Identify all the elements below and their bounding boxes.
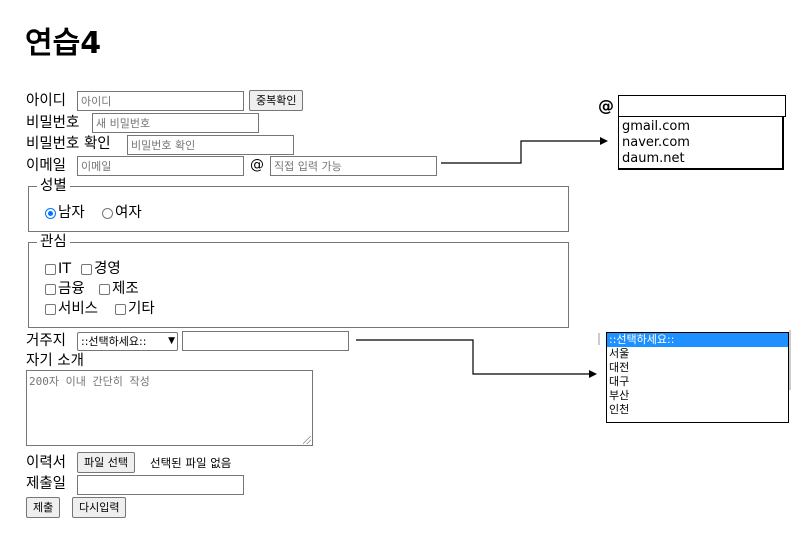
interest-option-management[interactable]: 경영 xyxy=(81,259,121,279)
residence-connector-arrow xyxy=(356,339,589,375)
checkbox-icon[interactable] xyxy=(45,303,56,315)
email-domain-input[interactable] xyxy=(270,156,437,176)
page-title: 연습4 xyxy=(25,26,102,61)
checkbox-icon[interactable] xyxy=(45,283,56,295)
residence-dropdown: ::선택하세요:: 서울 대전 대구 부산 인천 xyxy=(606,332,789,423)
interest-fieldset: 관심 IT 경영 금융 제조 서비스 기타 xyxy=(28,232,569,328)
residence-option[interactable]: 부산 xyxy=(609,389,630,402)
email-connector-arrow xyxy=(441,140,600,164)
radio-checked-icon[interactable] xyxy=(45,207,56,219)
residence-option[interactable]: 서울 xyxy=(609,347,630,360)
file-status-text: 선택된 파일 없음 xyxy=(150,456,232,470)
residence-option[interactable]: ::선택하세요:: xyxy=(607,333,788,347)
id-label: 아이디 xyxy=(26,93,67,109)
domain-option[interactable]: daum.net xyxy=(622,151,685,166)
gender-fieldset: 성별 남자 여자 xyxy=(28,176,569,232)
email-arrowhead-icon xyxy=(600,137,608,145)
password-confirm-input[interactable] xyxy=(127,135,294,155)
residence-option[interactable]: 인천 xyxy=(609,403,630,416)
interest-option-other[interactable]: 기타 xyxy=(115,299,155,319)
domain-option[interactable]: gmail.com xyxy=(622,119,691,134)
interest-option-manufacturing[interactable]: 제조 xyxy=(99,279,139,299)
gender-option-female[interactable]: 여자 xyxy=(102,203,142,223)
residence-detail-input[interactable] xyxy=(182,331,349,351)
email-domain-dropdown: gmail.com naver.com daum.net xyxy=(618,117,784,170)
chevron-down-icon: ▼ xyxy=(168,336,175,346)
domain-option[interactable]: naver.com xyxy=(622,135,690,150)
file-select-button[interactable]: 파일 선택 xyxy=(77,452,135,473)
resize-grip-icon[interactable] xyxy=(303,436,311,444)
interest-legend: 관심 xyxy=(37,232,70,252)
interest-option-it[interactable]: IT xyxy=(45,259,71,279)
residence-select[interactable]: ::선택하세요:: ▼ xyxy=(77,332,178,351)
checkbox-icon[interactable] xyxy=(45,263,56,275)
submit-date-label: 제출일 xyxy=(26,476,67,492)
submit-button[interactable]: 제출 xyxy=(26,497,61,518)
id-input[interactable] xyxy=(77,91,244,111)
interest-option-service[interactable]: 서비스 xyxy=(45,299,98,319)
submit-date-input[interactable] xyxy=(77,475,244,495)
residence-option[interactable]: 대전 xyxy=(609,361,630,374)
interest-option-finance[interactable]: 금융 xyxy=(45,279,85,299)
popup-domain-input[interactable] xyxy=(618,95,786,117)
reset-button[interactable]: 다시입력 xyxy=(72,497,127,518)
at-sign: @ xyxy=(250,157,264,173)
residence-option[interactable]: 대구 xyxy=(609,375,630,388)
residence-arrowhead-icon xyxy=(589,370,597,378)
residence-label: 거주지 xyxy=(26,333,67,349)
email-input[interactable] xyxy=(77,156,244,176)
password-confirm-label: 비밀번호 확인 xyxy=(26,136,111,152)
password-label: 비밀번호 xyxy=(26,115,80,131)
intro-label: 자기 소개 xyxy=(26,353,84,369)
popup-at-sign: @ xyxy=(598,96,614,115)
gender-option-male[interactable]: 남자 xyxy=(45,203,85,223)
checkbox-icon[interactable] xyxy=(115,303,126,315)
gender-legend: 성별 xyxy=(37,176,70,196)
duplicate-check-button[interactable]: 중복확인 xyxy=(249,90,304,111)
intro-textarea[interactable]: 200자 이내 간단히 작성 xyxy=(26,370,313,446)
password-input[interactable] xyxy=(92,113,259,133)
resume-label: 이력서 xyxy=(26,455,67,471)
checkbox-icon[interactable] xyxy=(99,283,110,295)
checkbox-icon[interactable] xyxy=(81,263,92,275)
radio-unchecked-icon[interactable] xyxy=(102,207,113,219)
email-label: 이메일 xyxy=(26,158,67,174)
